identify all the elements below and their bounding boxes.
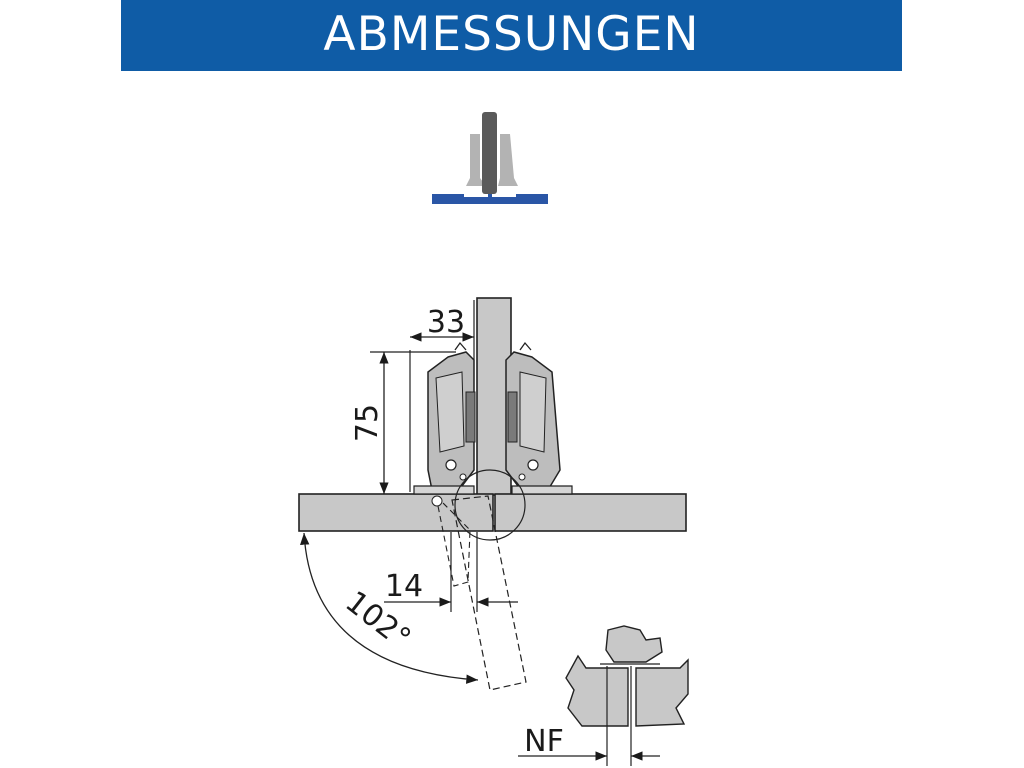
title-banner: ABMESSUNGEN bbox=[121, 0, 902, 71]
dimension-opening-angle: 102° bbox=[300, 532, 479, 684]
right-hinge bbox=[505, 341, 573, 495]
right-door-panel bbox=[494, 493, 687, 532]
dimension-height: 75 bbox=[350, 351, 456, 494]
page-title: ABMESSUNGEN bbox=[323, 7, 700, 62]
dimension-offset: 14 bbox=[384, 532, 518, 612]
offset-value: 14 bbox=[385, 569, 423, 604]
width-value: 33 bbox=[427, 305, 465, 340]
left-door-panel bbox=[298, 493, 494, 532]
height-value: 75 bbox=[350, 404, 385, 442]
dimension-width: 33 bbox=[409, 300, 475, 492]
left-hinge bbox=[413, 341, 476, 495]
door-gap-detail: NF bbox=[518, 625, 689, 766]
gap-value: NF bbox=[524, 724, 564, 759]
mounting-type-icon bbox=[432, 112, 548, 204]
